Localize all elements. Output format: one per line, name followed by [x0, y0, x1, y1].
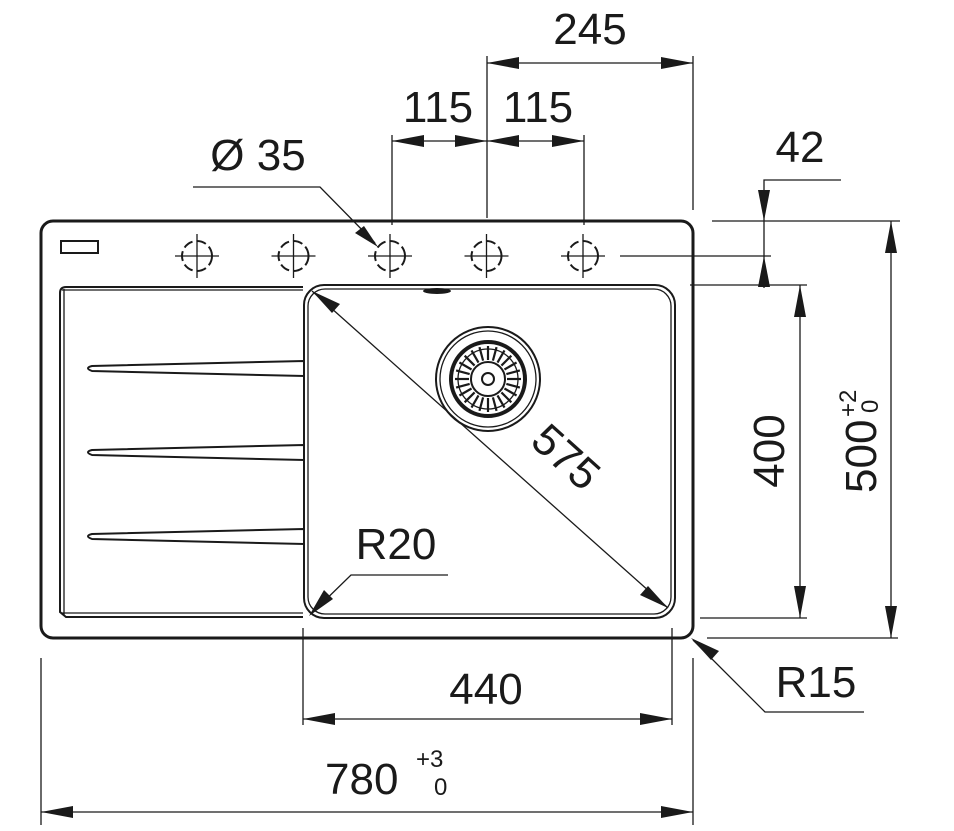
dim-bowl-depth: 400 — [690, 284, 807, 619]
dim-bowl-width: 440 — [302, 628, 673, 725]
dim-tap-spacing: 115 115 — [391, 83, 585, 225]
dim-label-500: 500 — [837, 420, 886, 493]
dim-label-42: 42 — [776, 123, 825, 172]
dim-overall-depth: 500 +2 0 — [707, 221, 898, 639]
strainer-spoke — [503, 361, 518, 371]
strainer-spoke — [463, 391, 476, 404]
drainer — [59, 286, 305, 618]
bowl-inner-outline — [307, 288, 672, 615]
dim-outer-radius: R15 — [691, 638, 864, 713]
tap-hole-icon — [464, 234, 509, 278]
strainer-spoke — [463, 354, 476, 367]
dim-label-780: 780 — [325, 755, 398, 804]
strainer-spoke — [503, 387, 518, 397]
strainer-spoke — [455, 382, 470, 389]
strainer-spoke — [500, 354, 513, 367]
dim-label-dia-35: Ø 35 — [210, 131, 305, 180]
strainer-spoke — [500, 391, 513, 404]
strainer-spoke — [491, 346, 498, 361]
dim-tol-780-lower: 0 — [434, 774, 447, 801]
bowl-outline — [303, 284, 676, 619]
tap-hole-icon — [175, 234, 219, 278]
drainer-outline — [59, 286, 303, 618]
sink-body — [39, 219, 695, 640]
strainer-spoke — [478, 397, 485, 412]
strainer-spoke — [478, 346, 485, 361]
brand-plate — [60, 240, 99, 254]
strainer-spoke — [491, 397, 498, 412]
dim-tol-500-lower: 0 — [857, 400, 884, 413]
dim-bowl-radius: R20 — [309, 520, 448, 616]
dim-overall-width: 780 +3 0 — [40, 658, 694, 825]
drainer-rib — [87, 443, 305, 462]
dim-label-245: 245 — [553, 5, 626, 54]
sink-outline — [39, 219, 695, 640]
dim-label-400: 400 — [745, 414, 794, 487]
strainer-spoke — [455, 369, 470, 376]
strainer-spoke — [470, 349, 480, 364]
dim-tap-offset: 42 — [620, 123, 900, 288]
dim-tol-780-upper: +3 — [416, 746, 443, 773]
strainer-waste — [435, 326, 541, 432]
strainer-spoke — [496, 349, 506, 364]
dim-tol-500-upper: +2 — [835, 390, 862, 417]
dim-label-575: 575 — [522, 414, 609, 500]
strainer-spoke — [458, 361, 473, 371]
tap-hole-icon — [271, 234, 316, 278]
tap-hole-icon — [561, 234, 605, 278]
dim-tap-diameter: Ø 35 — [193, 131, 378, 247]
strainer-spoke — [458, 387, 473, 397]
strainer-spoke — [506, 369, 521, 376]
dim-label-R20: R20 — [356, 520, 437, 569]
drainer-rib — [87, 359, 305, 378]
strainer-spoke — [496, 394, 506, 409]
dim-label-440: 440 — [449, 665, 522, 714]
tap-hole-icon — [368, 234, 412, 278]
strainer-spoke — [470, 394, 480, 409]
dim-label-R15: R15 — [776, 658, 857, 707]
bowl — [303, 284, 676, 619]
drainer-rib — [87, 527, 305, 546]
overflow-slot — [423, 288, 451, 294]
dim-tap-span: 245 — [486, 5, 694, 218]
tap-holes — [175, 234, 605, 278]
dim-label-115-left: 115 — [403, 83, 473, 132]
dim-label-115-right: 115 — [503, 83, 573, 132]
strainer-spoke — [506, 382, 521, 389]
